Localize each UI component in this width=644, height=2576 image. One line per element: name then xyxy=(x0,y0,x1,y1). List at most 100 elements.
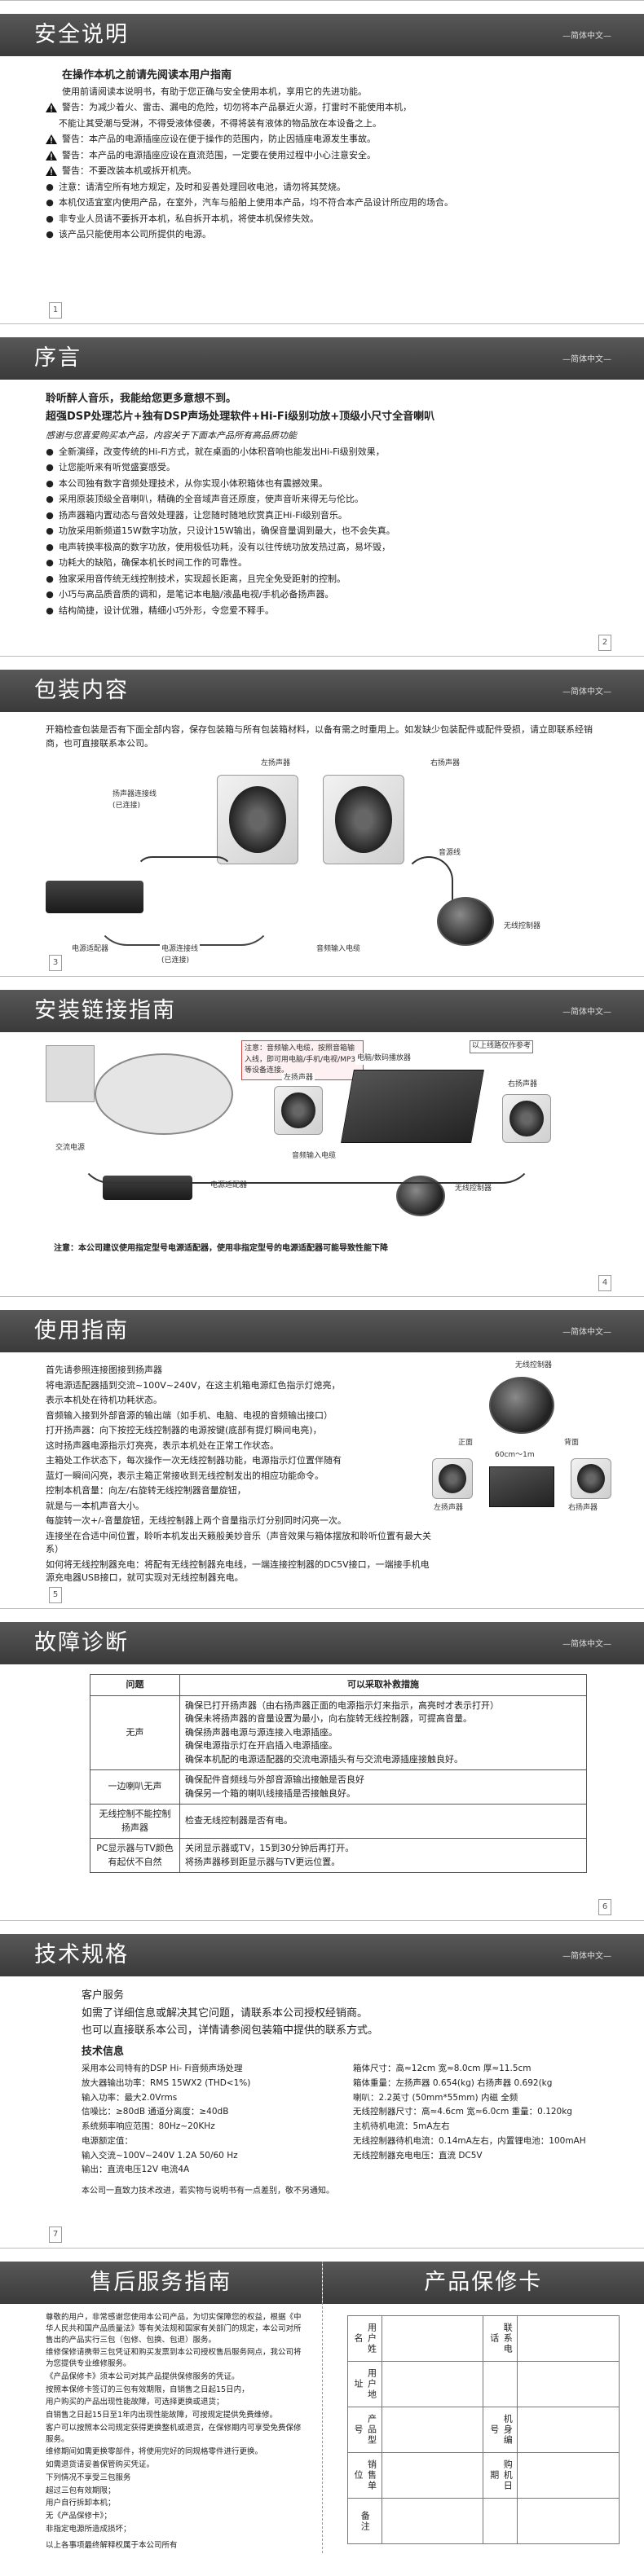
safety-item-text: 警告：本产品的电源插座应设在便于操作的范围内，防止因插座电源发生事故。 xyxy=(62,134,376,144)
usage-line: 表示本机处在待机功耗状态。 xyxy=(46,1395,162,1405)
section-language: —简体中文— xyxy=(562,1640,611,1649)
spec-line: 无线控制器充电电压：直流 DC5V xyxy=(353,2150,483,2161)
warranty-field[interactable] xyxy=(381,2498,484,2544)
warranty-label: 联系电话 xyxy=(483,2315,518,2362)
safety-item-text: 警告：本产品的电源插座应设在直流范围，一定要在使用过程中小心注意安全。 xyxy=(62,149,376,160)
warranty-table: 用户姓名联系电话用户地址产品型号机身编号销售单位购机日期备注 xyxy=(346,2315,620,2544)
feature-item: ●功耗大的缺陷，确保本机长时间工作的可靠性。 xyxy=(46,556,605,570)
spec-line: 无线控制器待机电流：0.14mA左右，内置锂电池：100mAH xyxy=(353,2135,586,2146)
warranty-label: 购机日期 xyxy=(483,2452,518,2499)
aftersales-line: 用户自行拆卸本机； xyxy=(46,2499,116,2508)
warranty-field[interactable] xyxy=(517,2452,620,2499)
troubleshoot-table: 问题 可以采取补救措施 无声确保已打开扬声器（由右扬声器正面的电源指示灯来指示，… xyxy=(90,1674,587,1873)
feature-item-text: 小巧与高品质音质的调和，是笔记本电脑/液晶电视/手机必备扬声器。 xyxy=(59,589,334,600)
bullet-icon: ● xyxy=(46,477,54,489)
preface-lead: 聆听醉人音乐，我能给您更多意想不到。 xyxy=(46,393,237,405)
section-header: 包装内容 —简体中文— xyxy=(0,670,644,712)
warranty-field[interactable] xyxy=(517,2498,620,2544)
feature-item-text: 扬声器箱内置动态与音效处理器，让您随时随地欣赏真正Hi-Fi级别音乐。 xyxy=(59,509,347,521)
spec-line: 输入交流~100V~240V 1.2A 50/60 Hz xyxy=(82,2150,238,2161)
warning-icon xyxy=(46,134,57,144)
warranty-field[interactable] xyxy=(381,2315,484,2362)
tech-heading: 技术信息 xyxy=(82,2045,125,2058)
warranty-label: 机身编号 xyxy=(483,2407,518,2453)
feature-item: ●让您能听来有听觉盛宴感受。 xyxy=(46,461,605,475)
usage-line: 连接坐在合适中间位置，聆听本机发出天籁般美妙音乐（声音效果与箱体摆放和聆听位置有… xyxy=(46,1530,431,1555)
section-body: 开箱检查包装是否有下面全部内容，保存包装箱与所有包装箱材料，以备有需之时重用上。… xyxy=(0,712,644,991)
warranty-field[interactable] xyxy=(517,2361,620,2407)
bullet-icon: ● xyxy=(46,557,54,568)
label-wireless: 无线控制器 xyxy=(453,1184,494,1195)
section-header: 使用指南 —简体中文— xyxy=(0,1310,644,1352)
power-adapter-image xyxy=(103,1176,192,1200)
usage-line: 音频输入接到外部音源的输出端（如手机、电脑、电视的音频输出接口） xyxy=(46,1409,333,1421)
section-preface: 序言 —简体中文— 聆听醉人音乐，我能给您更多意想不到。 超强DSP处理芯片+独… xyxy=(0,323,644,656)
warranty-field[interactable] xyxy=(381,2407,484,2453)
right-speaker-image xyxy=(571,1458,611,1499)
warranty-row: 用户地址 xyxy=(346,2361,620,2407)
label-wireless: 无线控制器 xyxy=(514,1361,554,1372)
table-row: 一边喇叭无声确保配件音频线与外部音源输出接触是否良好 确保另一个箱的喇叭线接插是… xyxy=(90,1769,587,1805)
warranty-row: 用户姓名联系电话 xyxy=(346,2315,620,2362)
spec-line: 喇叭：2.2英寸 (50mm*55mm) 内磁 全频 xyxy=(353,2092,518,2103)
usage-line: 每旋转一次+/-音量旋钮，无线控制器上两个音量指示灯分别同时闪亮一次。 xyxy=(46,1515,346,1526)
section-header: 安装链接指南 —简体中文— xyxy=(0,990,644,1032)
bullet-icon: ● xyxy=(46,213,54,224)
section-header: 安全说明 —简体中文— xyxy=(0,14,644,56)
safety-item: 警告：不要改装本机或拆开机壳。 xyxy=(46,165,605,178)
bullet-icon: ● xyxy=(46,446,54,457)
aftersales-line: 维修保修请携带三包凭证和购买发票到本公司授权售后服务网点，我公司将为您提供专业维… xyxy=(46,2348,302,2369)
section-title: 包装内容 xyxy=(34,677,129,703)
bullet-icon: ● xyxy=(46,509,54,521)
solution-cell: 检查无线控制器是否有电。 xyxy=(179,1804,587,1839)
label-rear: 背面 xyxy=(562,1438,581,1449)
safety-item-text: 警告：为减少着火、雷击、漏电的危险，切勿将本产品暴近火源，打雷时不能使用本机， xyxy=(62,102,412,112)
section-language: —简体中文— xyxy=(562,1952,611,1961)
contents-intro: 开箱检查包装是否有下面全部内容，保存包装箱与所有包装箱材料，以备有需之时重用上。… xyxy=(46,724,593,749)
warning-icon xyxy=(46,150,57,160)
label-tip: 以上线路仅作参考 xyxy=(470,1040,534,1053)
service-line-1: 如需了详细信息或解决其它问题，请联系本公司授权经销商。 xyxy=(82,2007,368,2020)
spec-line: 采用本公司特有的DSP Hi- Fi音频声场处理 xyxy=(82,2064,243,2073)
warranty-card: 产品保修卡 用户姓名联系电话用户地址产品型号机身编号销售单位购机日期备注 xyxy=(322,2262,644,2553)
spec-line: 信噪比：≥80dB 通道分离度：≥40dB xyxy=(82,2107,229,2117)
warranty-field[interactable] xyxy=(517,2315,620,2362)
laptop-image xyxy=(489,1466,554,1507)
usage-list: 首先请参照连接图接到扬声器将电源适配器插到交流~100V~240V，在这主机箱电… xyxy=(46,1364,432,1585)
feature-item-text: 本公司独有数字音频处理技术，从你实现小体积箱体也有震撼效果。 xyxy=(59,477,328,489)
warning-icon xyxy=(46,103,57,112)
bullet-icon: ● xyxy=(46,604,54,616)
page-number: 4 xyxy=(598,1275,611,1291)
feature-item: ● 本公司独有数字音频处理技术，从你实现小体积箱体也有震撼效果。 xyxy=(46,477,605,491)
warranty-field[interactable] xyxy=(517,2407,620,2453)
warranty-label xyxy=(483,2498,518,2544)
bullet-icon: ● xyxy=(46,573,54,584)
solution-cell: 确保配件音频线与外部音源输出接触是否良好 确保另一个箱的喇叭线接插是否接触良好。 xyxy=(179,1769,587,1805)
feature-item-text: 采用原装顶级全音喇叭，精确的全音域声音还原度，使声音听来得无与伦比。 xyxy=(59,494,364,504)
table-row: 无声确保已打开扬声器（由右扬声器正面的电源指示灯来指示，高亮时才表示打开） 确保… xyxy=(90,1695,587,1770)
page-number: 2 xyxy=(598,635,611,651)
section-language: —简体中文— xyxy=(562,1008,611,1017)
feature-item: ● 扬声器箱内置动态与音效处理器，让您随时随地欣赏真正Hi-Fi级别音乐。 xyxy=(46,509,605,523)
safety-item: 警告：本产品的电源插座应设在直流范围，一定要在使用过程中小心注意安全。 xyxy=(46,149,605,163)
warranty-field[interactable] xyxy=(381,2361,484,2407)
feature-item-text: 全新演绎，改变传统的Hi-Fi方式，就在桌面的小体积音响也能发出Hi-Fi级别效… xyxy=(59,446,385,457)
spec-left: 采用本公司特有的DSP Hi- Fi音频声场处理放大器输出功率：RMS 15WX… xyxy=(82,2061,333,2178)
aftersales-title: 售后服务指南 xyxy=(0,2262,322,2304)
spec-line: 无线控制器尺寸：高≈4.6cm 宽≈6.0cm 重量：0.120kg xyxy=(353,2107,572,2117)
section-language: —简体中文— xyxy=(562,355,611,364)
warranty-field[interactable] xyxy=(381,2452,484,2499)
label-left-speaker: 左扬声器 xyxy=(282,1073,315,1084)
bullet-icon: ● xyxy=(46,494,54,504)
solution-cell: 关闭显示器或TV，15到30分钟后再打开。 将扬声器移到距显示器与TV更远位置。 xyxy=(179,1838,587,1873)
safety-item: ●注意：请清空所有地方规定，及时和妥善处理回收电池，请勿将其焚烧。 xyxy=(46,181,605,195)
spec-line: 输出：直流电压12V 电流4A xyxy=(82,2165,190,2175)
bullet-icon: ● xyxy=(46,525,54,536)
section-body: 注意：音频输入电缆，按照音箱输入线，即可用电脑/手机/电视/MP3等设备连接。 … xyxy=(0,1032,644,1278)
wall-socket xyxy=(46,1045,95,1102)
warning-icon xyxy=(46,166,57,176)
feature-item-text: 功放采用新频道15W数字功放，只设计15W输出，确保音量调到最大，也不会失真。 xyxy=(59,525,395,536)
label-right-speaker: 右扬声器 xyxy=(429,758,462,770)
page-number: 5 xyxy=(49,1587,62,1603)
